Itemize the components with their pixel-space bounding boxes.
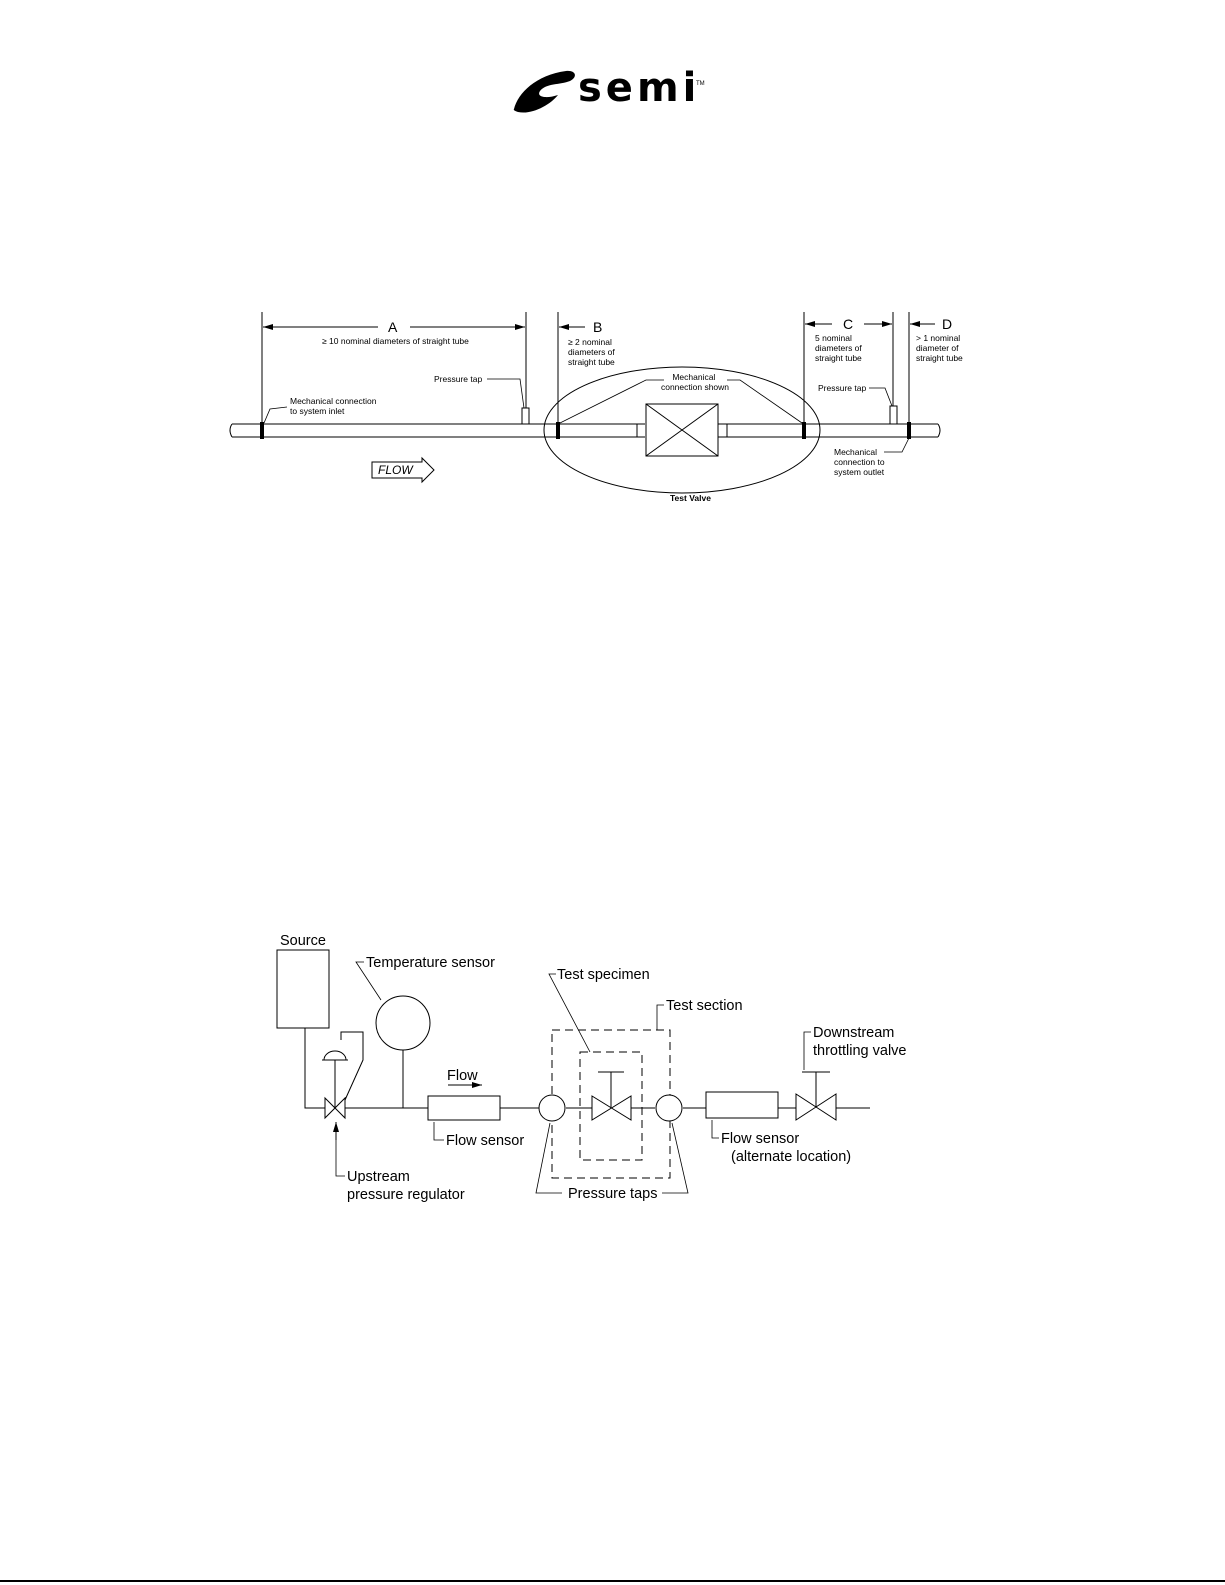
- temperature-sensor-icon: [375, 995, 431, 1051]
- downstream-valve-label: Downstream throttling valve: [813, 1025, 907, 1059]
- pressure-tap-right-label: Pressure tap: [818, 383, 866, 393]
- test-specimen-label: Test specimen: [557, 967, 650, 983]
- dimension-arrows: [263, 321, 935, 330]
- footer-rule: [0, 1580, 1225, 1582]
- figure-2-test-loop: Source Temperature sensor Flow Flow sens…: [276, 933, 907, 1203]
- dim-d-note: > 1 nominal diameter of straight tube: [916, 333, 963, 363]
- callout-leaders: [263, 378, 910, 453]
- test-specimen-leader: [548, 973, 591, 1053]
- flow-label: Flow: [447, 1068, 478, 1084]
- source-label: Source: [280, 933, 326, 949]
- test-specimen-valve-icon: [591, 1071, 632, 1121]
- pressure-tap-downstream-icon: [655, 1094, 683, 1122]
- flow-sensor-label: Flow sensor: [446, 1133, 524, 1149]
- flow-arrow: FLOW: [371, 456, 435, 484]
- inlet-label: Mechanical connection to system inlet: [290, 396, 379, 416]
- dim-a-letter: A: [388, 319, 398, 335]
- mech-connection-shown-label: Mechanical connection shown: [661, 372, 729, 392]
- dim-c-note: 5 nominal diameters of straight tube: [815, 333, 864, 363]
- outlet-label: Mechanical connection to system outlet: [834, 447, 887, 477]
- test-section-leader: [656, 1004, 664, 1030]
- flow-label: FLOW: [378, 463, 414, 477]
- test-valve-box: [645, 403, 719, 457]
- temperature-sensor-label: Temperature sensor: [366, 955, 495, 971]
- figure-1-tube-layout: A B C D ≥ 10 nominal diameters of straig…: [229, 312, 963, 503]
- pressure-tap-left-label: Pressure tap: [434, 374, 482, 384]
- upstream-regulator-label: Upstream pressure regulator: [347, 1169, 465, 1203]
- pressure-tap-upstream-icon: [538, 1094, 566, 1122]
- logo-wordmark: semi: [578, 65, 701, 111]
- dim-b-letter: B: [593, 319, 602, 335]
- temperature-sensor-leader: [355, 961, 382, 1001]
- dim-a-note: ≥ 10 nominal diameters of straight tube: [322, 336, 469, 346]
- test-section-label: Test section: [666, 998, 743, 1014]
- upstream-regulator-leader: [335, 1122, 345, 1177]
- flow-sensor-alt-leader: [711, 1120, 719, 1139]
- semi-logo: semi TM: [510, 65, 710, 115]
- mechanical-connections: [260, 422, 911, 439]
- semi-swoosh-icon: [513, 70, 575, 113]
- pressure-taps-label: Pressure taps: [568, 1186, 657, 1202]
- extension-lines: [261, 312, 910, 422]
- flow-sensor-alt-icon: [705, 1091, 779, 1119]
- piping: [304, 1027, 870, 1109]
- flow-sensor-leader: [433, 1122, 444, 1141]
- flow-sensor-alt-label: Flow sensor (alternate location): [721, 1131, 851, 1165]
- dim-c-letter: C: [843, 316, 853, 332]
- pressure-taps: [521, 405, 898, 425]
- flow-sensor-icon: [427, 1095, 501, 1121]
- test-specimen-boundary: [579, 1051, 643, 1161]
- pressure-taps-leaders: [535, 1122, 689, 1194]
- upstream-regulator-icon: [322, 1031, 364, 1120]
- test-valve-label: Test Valve: [670, 493, 711, 503]
- dim-b-note: ≥ 2 nominal diameters of straight tube: [568, 337, 617, 367]
- test-valve-boundary: [543, 366, 821, 494]
- source-tank: [276, 949, 330, 1029]
- logo-trademark: TM: [696, 81, 705, 87]
- downstream-valve-leader: [803, 1031, 811, 1070]
- downstream-valve-icon: [795, 1071, 837, 1121]
- main-pipe: [229, 423, 941, 438]
- dim-d-letter: D: [942, 316, 952, 332]
